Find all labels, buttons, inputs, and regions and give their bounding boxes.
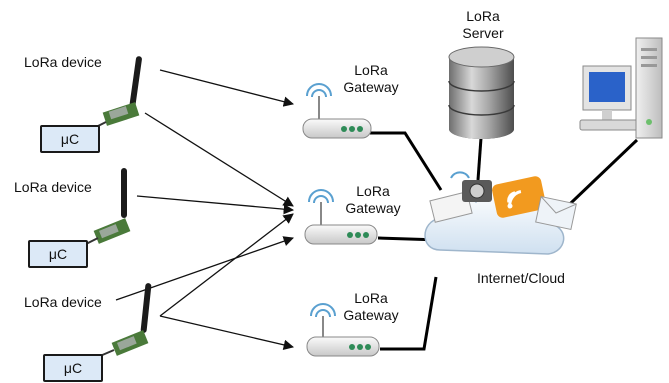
gateway-router-1 — [302, 83, 372, 139]
link-g3-cloud — [380, 276, 438, 351]
router-body — [304, 224, 378, 245]
rss-icon — [492, 176, 546, 218]
arrow-d3-g3 — [159, 315, 295, 350]
gateway-2-label-line1: LoRa — [356, 183, 390, 199]
arrow-d2-g2 — [136, 195, 295, 215]
gateway-3-label-line2: Gateway — [343, 307, 399, 323]
arrow-d1-g2 — [144, 112, 294, 207]
keyboard — [579, 119, 639, 131]
gateway-3-label: LoRa Gateway — [336, 290, 406, 324]
lora-device-1 — [93, 56, 142, 129]
arrow-d3-g2 — [115, 236, 294, 301]
wifi-signal-icon — [450, 171, 470, 179]
wifi-signal-icon — [306, 83, 332, 97]
desktop-computer-icon — [579, 37, 663, 139]
gateway-router-3 — [306, 303, 380, 357]
link-server-cloud — [476, 137, 483, 181]
server-label-line1: LoRa — [466, 8, 500, 24]
device-1-label: LoRa device — [24, 54, 102, 70]
radio-arrows — [115, 69, 295, 350]
lora-server-database-icon — [448, 46, 515, 139]
microcontroller-box-1: μC — [40, 125, 100, 153]
microcontroller-box-3: μC — [43, 354, 103, 382]
microcontroller-box-2: μC — [28, 240, 88, 268]
antenna — [129, 56, 142, 108]
internet-cloud — [424, 171, 577, 255]
server-label-line2: Server — [462, 25, 504, 41]
server-label: LoRa Server — [448, 8, 518, 42]
arrow-d3-g2b — [159, 213, 294, 317]
lora-device-2 — [85, 168, 131, 245]
arrow-d1-g1 — [159, 69, 295, 107]
document-icon — [429, 191, 473, 223]
wifi-signal-icon — [310, 303, 336, 317]
device-3-label: LoRa device — [24, 294, 102, 310]
router-body — [306, 336, 380, 357]
gateway-1-label-line2: Gateway — [343, 79, 399, 95]
device-2-label: LoRa device — [14, 179, 92, 195]
gateway-2-label-line2: Gateway — [345, 200, 401, 216]
lora-device-3 — [99, 283, 152, 357]
cloud-label: Internet/Cloud — [477, 270, 565, 286]
gateway-3-label-line1: LoRa — [354, 290, 388, 306]
router-body — [302, 118, 372, 139]
gateway-1-label: LoRa Gateway — [336, 62, 406, 96]
antenna — [121, 168, 127, 218]
gateway-1-label-line1: LoRa — [354, 62, 388, 78]
antenna — [140, 283, 152, 333]
wifi-signal-icon — [308, 189, 334, 203]
gateway-router-2 — [304, 189, 378, 245]
link-g1-cloud — [370, 131, 443, 191]
gateway-2-label: LoRa Gateway — [338, 183, 408, 217]
